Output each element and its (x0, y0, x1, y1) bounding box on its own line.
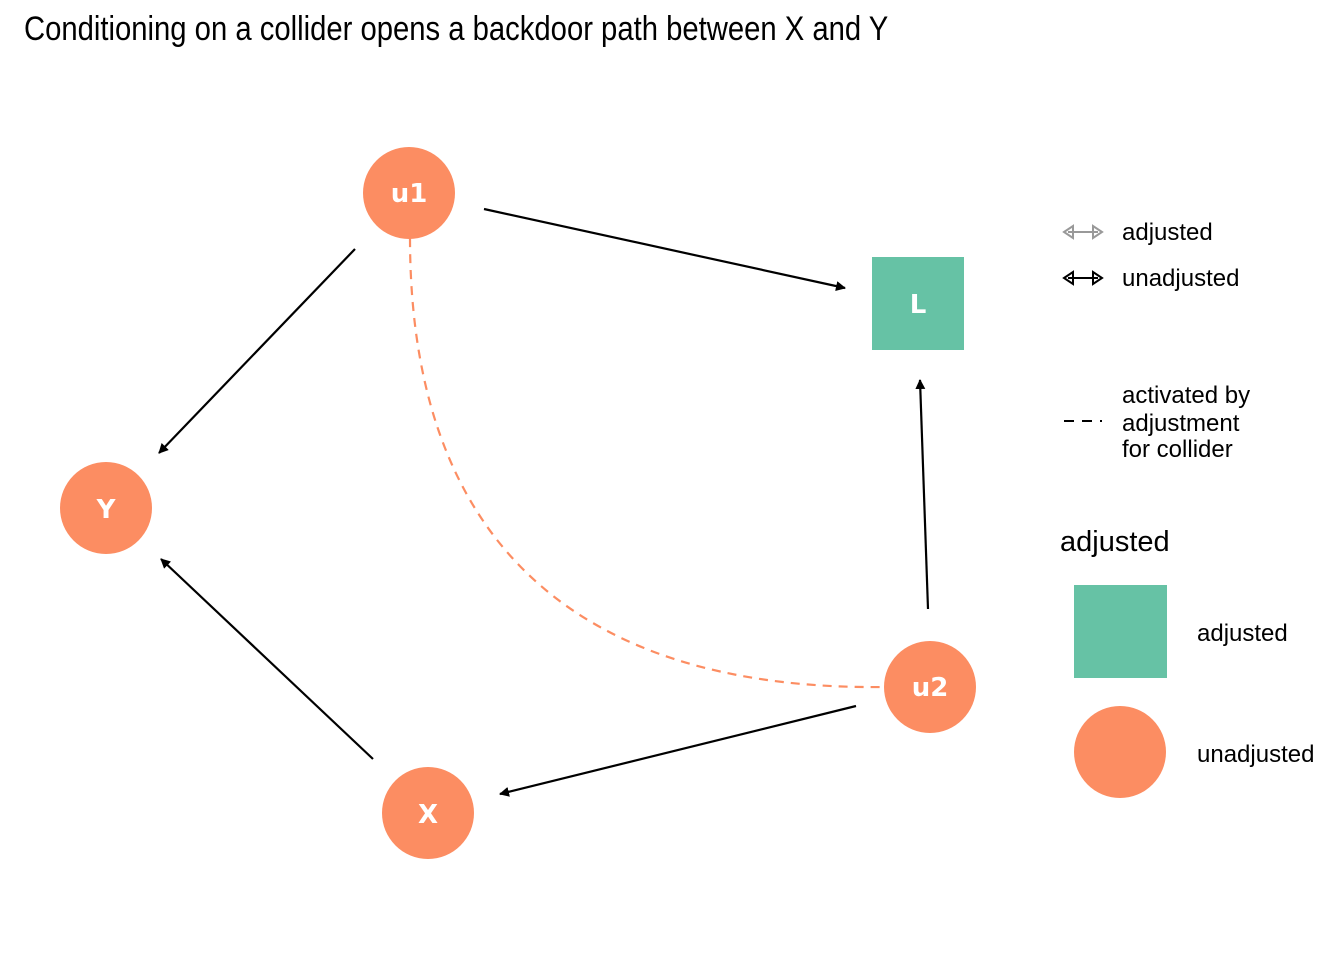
edge-u1-to-L (483, 207, 846, 291)
node-X-label: X (418, 800, 438, 830)
legend-activated-line2: adjustment (1122, 410, 1240, 437)
node-X: X (382, 767, 474, 859)
edge-u1-to-Y (158, 248, 356, 454)
node-u2-label: u2 (912, 673, 949, 703)
node-L-label: L (910, 290, 927, 320)
node-L: L (872, 257, 964, 350)
node-u1: u1 (363, 147, 455, 239)
legend-fill-adjusted-label: adjusted (1197, 620, 1288, 647)
legend-edge-adjusted: adjusted (1062, 219, 1213, 246)
legend-edge-unadjusted: unadjusted (1062, 265, 1239, 292)
adjusted-square-swatch (1074, 585, 1167, 678)
legend-fill-adjusted: adjusted (1074, 585, 1288, 678)
unadjusted-circle-swatch (1074, 706, 1166, 798)
node-u1-label: u1 (391, 179, 428, 209)
edge-X-to-Y (160, 558, 374, 760)
diagram-title: Conditioning on a collider opens a backd… (24, 10, 889, 48)
legend-activated-line1: activated by (1122, 382, 1250, 409)
edge-u2-to-L (915, 379, 930, 610)
legend-fill-unadjusted: unadjusted (1074, 706, 1314, 798)
legend-edge-activated: activated by adjustment for collider (1064, 382, 1250, 463)
legend-activated-line3: for collider (1122, 436, 1233, 463)
legend-fill-unadjusted-label: unadjusted (1197, 741, 1314, 768)
node-u2: u2 (884, 641, 976, 733)
legend-edge-unadjusted-label: unadjusted (1122, 265, 1239, 292)
node-Y-label: Y (96, 495, 117, 525)
node-Y: Y (60, 462, 152, 554)
edges (158, 207, 930, 797)
edge-u2-to-X (499, 704, 857, 797)
legend-edge-adjusted-label: adjusted (1122, 219, 1213, 246)
double-arrow-black-icon (1062, 270, 1104, 286)
edge-u1-u2-activated (408, 237, 885, 689)
double-arrow-gray-icon (1062, 224, 1104, 240)
legend-fill-title: adjusted (1060, 526, 1170, 558)
